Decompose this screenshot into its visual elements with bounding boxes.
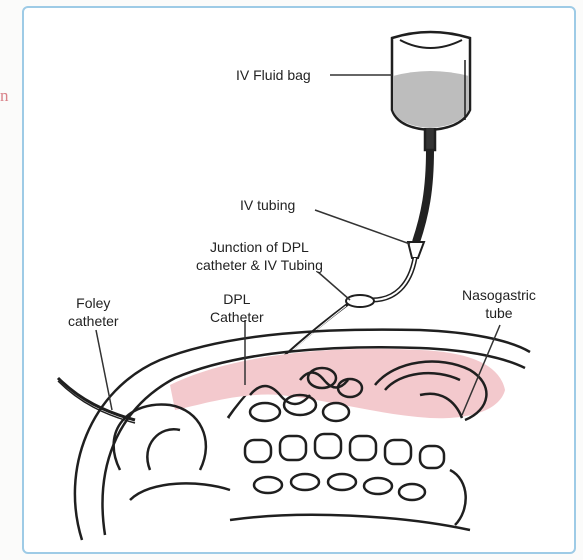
label-junction: Junction of DPL catheter & IV Tubing xyxy=(196,238,323,274)
iv-fluid-bag xyxy=(392,32,470,150)
label-iv-tubing: IV tubing xyxy=(240,196,295,214)
pink-tissue xyxy=(170,349,505,418)
label-foley-catheter: Foley catheter xyxy=(68,294,119,330)
label-foley-line1: Foley xyxy=(68,294,119,312)
label-foley-line2: catheter xyxy=(68,312,119,330)
label-dpl-line2: Catheter xyxy=(210,308,264,326)
label-dpl-line1: DPL xyxy=(210,290,264,308)
drip-connector xyxy=(408,242,424,258)
label-junction-line1: Junction of DPL xyxy=(196,238,323,256)
junction xyxy=(346,295,374,307)
leader-junction xyxy=(318,272,350,300)
leader-iv-tubing xyxy=(315,210,410,244)
label-nasogastric-tube: Nasogastric tube xyxy=(462,286,536,322)
iv-tube xyxy=(416,150,430,242)
fluid-level xyxy=(393,71,469,128)
body-cross-section xyxy=(75,330,530,540)
label-junction-line2: catheter & IV Tubing xyxy=(196,256,323,274)
leader-foley xyxy=(96,330,112,410)
label-ng-line1: Nasogastric xyxy=(462,286,536,304)
label-ng-line2: tube xyxy=(462,304,536,322)
label-dpl-catheter: DPL Catheter xyxy=(210,290,264,326)
label-iv-fluid-bag: IV Fluid bag xyxy=(236,66,311,84)
